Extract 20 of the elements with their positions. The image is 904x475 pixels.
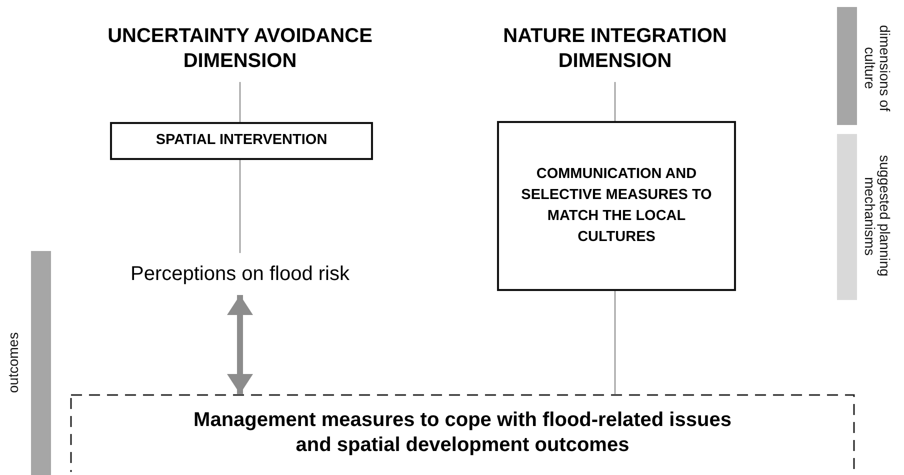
connector-line bbox=[614, 291, 616, 394]
side-label: suggested planning mechanisms bbox=[862, 154, 892, 279]
heading-text: NATURE INTEGRATION DIMENSION bbox=[502, 24, 728, 74]
side-bar bbox=[31, 251, 51, 475]
node-label: Management measures to cope with flood-related issues and spatial development outcomes bbox=[192, 408, 732, 458]
mechanism-box bbox=[497, 121, 736, 291]
double-arrow bbox=[227, 295, 253, 394]
node-label: SPATIAL INTERVENTION bbox=[156, 131, 328, 150]
connector-line bbox=[239, 82, 241, 122]
heading-text: UNCERTAINTY AVOIDANCE DIMENSION bbox=[106, 24, 374, 74]
node-text: Perceptions on flood risk bbox=[130, 262, 350, 286]
side-bar bbox=[837, 7, 857, 125]
side-label: outcomes bbox=[6, 332, 21, 396]
mechanism-box bbox=[110, 122, 373, 160]
side-bar bbox=[837, 134, 857, 300]
outcome-box bbox=[70, 394, 855, 472]
side-label: dimensions of culture bbox=[862, 24, 892, 114]
connector-line bbox=[614, 82, 616, 121]
node-label: COMMUNICATION AND SELECTIVE MEASURES TO MATCH THE LOCAL CULTURES bbox=[520, 164, 713, 248]
connector-line bbox=[239, 160, 241, 253]
